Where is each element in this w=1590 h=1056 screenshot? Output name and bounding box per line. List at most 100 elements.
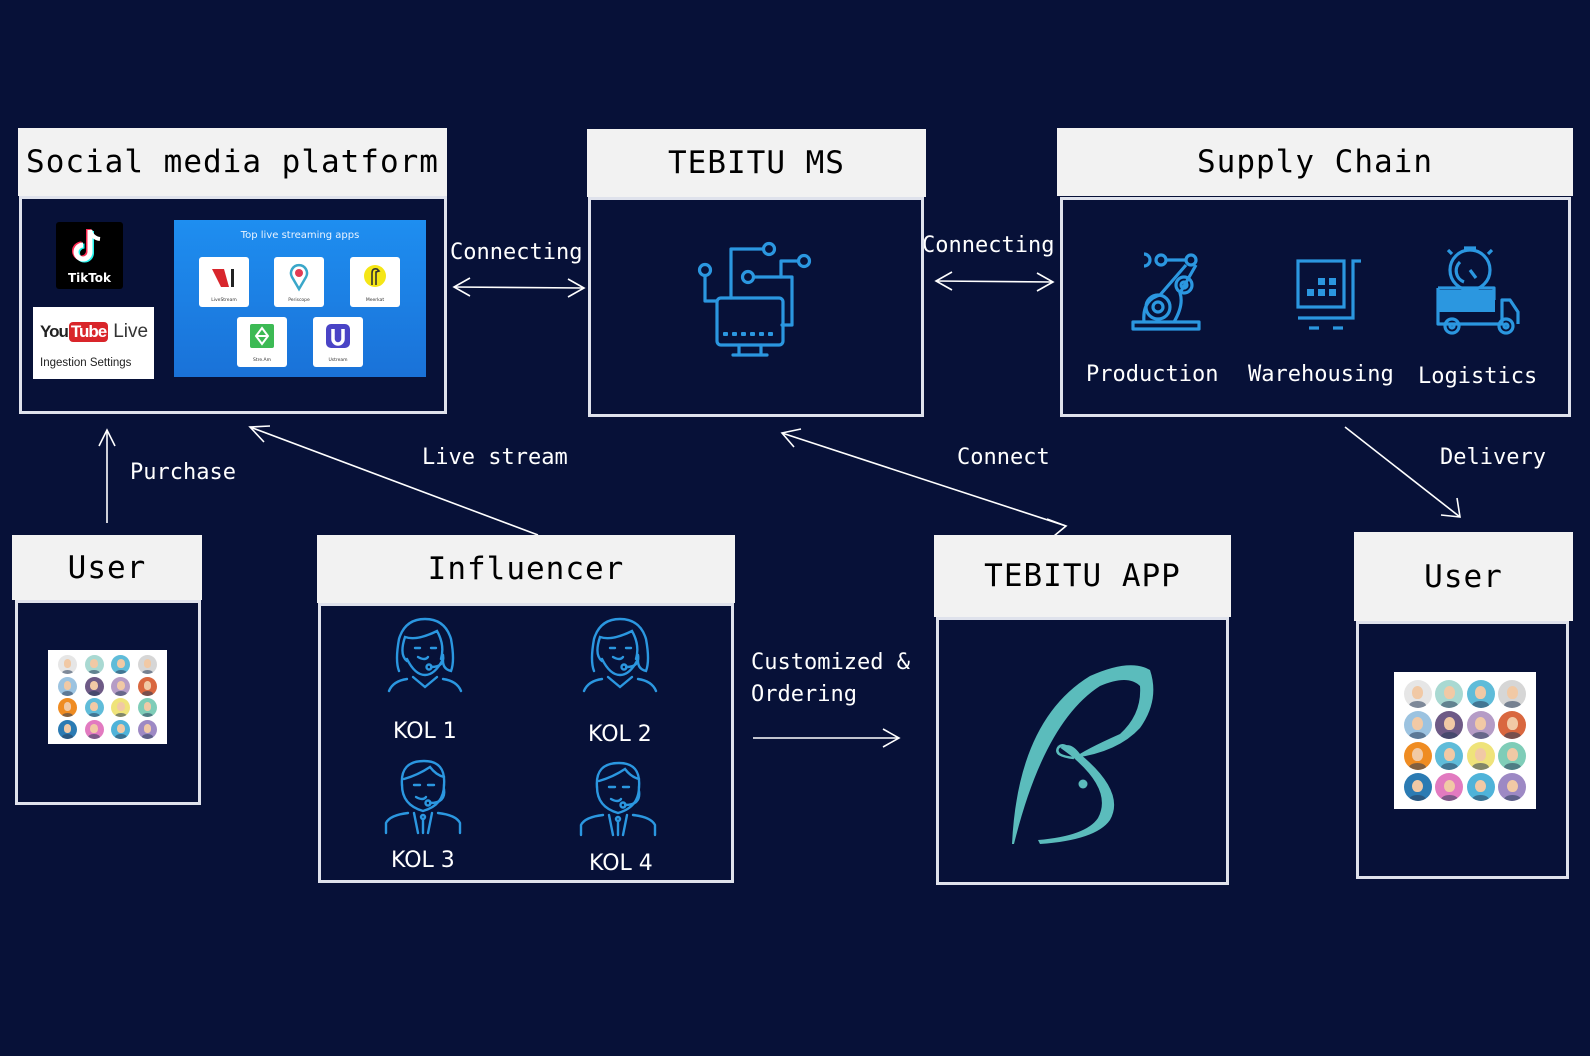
edge-influencer-app bbox=[753, 728, 901, 748]
ustream-icon bbox=[326, 324, 350, 348]
periscope-icon bbox=[289, 263, 309, 292]
user-avatars-grid bbox=[1394, 672, 1536, 809]
app-name: Periscope bbox=[288, 298, 310, 303]
avatar bbox=[84, 676, 104, 696]
app-tile-livestream: LiveStream bbox=[199, 257, 249, 307]
tiktok-icon bbox=[72, 229, 101, 263]
social-header: Social media platform bbox=[18, 128, 447, 196]
avatar bbox=[84, 698, 104, 718]
avatar bbox=[57, 719, 77, 739]
ms-body bbox=[588, 197, 924, 417]
influencer-body bbox=[318, 603, 734, 883]
tebitu-b-logo bbox=[1012, 665, 1154, 844]
tiktok-logo: TikTok bbox=[56, 222, 123, 289]
avatar bbox=[1403, 710, 1432, 739]
influencer-header: Influencer bbox=[317, 535, 735, 603]
edge-label-connect: Connect bbox=[957, 445, 1050, 470]
avatar bbox=[1435, 679, 1464, 708]
avatar bbox=[138, 719, 158, 739]
youtube-live: Live bbox=[113, 321, 149, 342]
avatar bbox=[1466, 773, 1495, 802]
youtube-you: You bbox=[40, 322, 69, 341]
female-headset-icon bbox=[387, 617, 463, 693]
edge-label-live-stream: Live stream bbox=[422, 445, 568, 470]
user-avatars-grid bbox=[48, 650, 167, 744]
edge-label-ordering: Ordering bbox=[751, 682, 857, 707]
app-header: TEBITU APP bbox=[934, 535, 1231, 617]
avatar bbox=[1403, 742, 1432, 771]
avatar bbox=[1498, 679, 1527, 708]
edge-label-delivery: Delivery bbox=[1440, 445, 1546, 470]
edge-user-social bbox=[98, 428, 116, 523]
kol-label: KOL 3 bbox=[391, 848, 455, 873]
stream-icon bbox=[250, 324, 274, 348]
app-name: Stre.Am bbox=[252, 358, 272, 363]
male-headset-icon bbox=[579, 761, 657, 837]
user-left-header: User bbox=[12, 535, 202, 600]
avatar bbox=[1466, 710, 1495, 739]
avatar bbox=[1403, 679, 1432, 708]
app-tile-meerkat: Meerkat bbox=[350, 257, 400, 307]
app-name: LiveStream bbox=[211, 298, 237, 303]
youtube-ingestion-settings: Ingestion Settings bbox=[40, 357, 132, 369]
avatar bbox=[1498, 773, 1527, 802]
avatar bbox=[111, 698, 131, 718]
kol-label: KOL 1 bbox=[393, 719, 457, 744]
edge-label-ms-supply: Connecting bbox=[922, 233, 1055, 258]
avatar bbox=[57, 676, 77, 696]
edge-social-ms bbox=[452, 277, 586, 298]
app-body bbox=[936, 617, 1229, 885]
app-tile-ustream: Ustream bbox=[313, 317, 363, 367]
avatar bbox=[138, 698, 158, 718]
avatar bbox=[1435, 710, 1464, 739]
avatar bbox=[84, 655, 104, 675]
kol-label: KOL 2 bbox=[588, 722, 652, 747]
avatar bbox=[111, 719, 131, 739]
edge-label-social-ms: Connecting bbox=[450, 240, 583, 265]
meerkat-icon bbox=[364, 265, 386, 287]
female-headset-icon bbox=[582, 617, 658, 693]
edge-ms-app bbox=[780, 428, 1068, 537]
app-name: Ustream bbox=[328, 358, 348, 363]
app-name: Meerkat bbox=[365, 298, 385, 303]
avatar bbox=[111, 676, 131, 696]
avatar bbox=[57, 698, 77, 718]
ms-header: TEBITU MS bbox=[587, 129, 926, 197]
supply-item-warehousing: Warehousing bbox=[1248, 362, 1394, 387]
tiktok-label: TikTok bbox=[67, 271, 112, 285]
avatar bbox=[138, 655, 158, 675]
avatar bbox=[1466, 742, 1495, 771]
avatar bbox=[111, 655, 131, 675]
youtube-tube: Tube bbox=[68, 322, 109, 342]
robot-arm-icon bbox=[1131, 252, 1201, 331]
youtube-live-logo: You Tube Live Ingestion Settings bbox=[33, 307, 154, 379]
supply-header: Supply Chain bbox=[1057, 128, 1573, 196]
avatar bbox=[1435, 773, 1464, 802]
edge-label-purchase: Purchase bbox=[130, 460, 236, 485]
avatar bbox=[1403, 773, 1432, 802]
app-tile-periscope: Periscope bbox=[274, 257, 324, 307]
streaming-apps-panel: Top live streaming apps LiveStream Peris… bbox=[174, 220, 426, 377]
circuit-computer-icon bbox=[697, 241, 812, 357]
supply-item-logistics: Logistics bbox=[1418, 364, 1538, 389]
avatar bbox=[1498, 742, 1527, 771]
streaming-apps-title: Top live streaming apps bbox=[240, 230, 360, 241]
male-headset-icon bbox=[384, 759, 462, 835]
edge-ms-supply bbox=[934, 271, 1055, 292]
edge-supply-user bbox=[1344, 426, 1461, 518]
livestream-icon bbox=[212, 269, 234, 287]
user-right-header: User bbox=[1354, 532, 1573, 621]
edge-label-customized: Customized & bbox=[751, 650, 910, 675]
avatar bbox=[1435, 742, 1464, 771]
supply-item-production: Production bbox=[1086, 362, 1219, 387]
avatar bbox=[84, 719, 104, 739]
avatar bbox=[1466, 679, 1495, 708]
avatar bbox=[138, 676, 158, 696]
app-tile-stream: Stre.Am bbox=[237, 317, 287, 367]
edge-influencer-social bbox=[248, 425, 539, 536]
avatar bbox=[1498, 710, 1527, 739]
avatar bbox=[57, 655, 77, 675]
kol-label: KOL 4 bbox=[589, 851, 653, 876]
warehouse-cart-icon bbox=[1296, 259, 1361, 330]
